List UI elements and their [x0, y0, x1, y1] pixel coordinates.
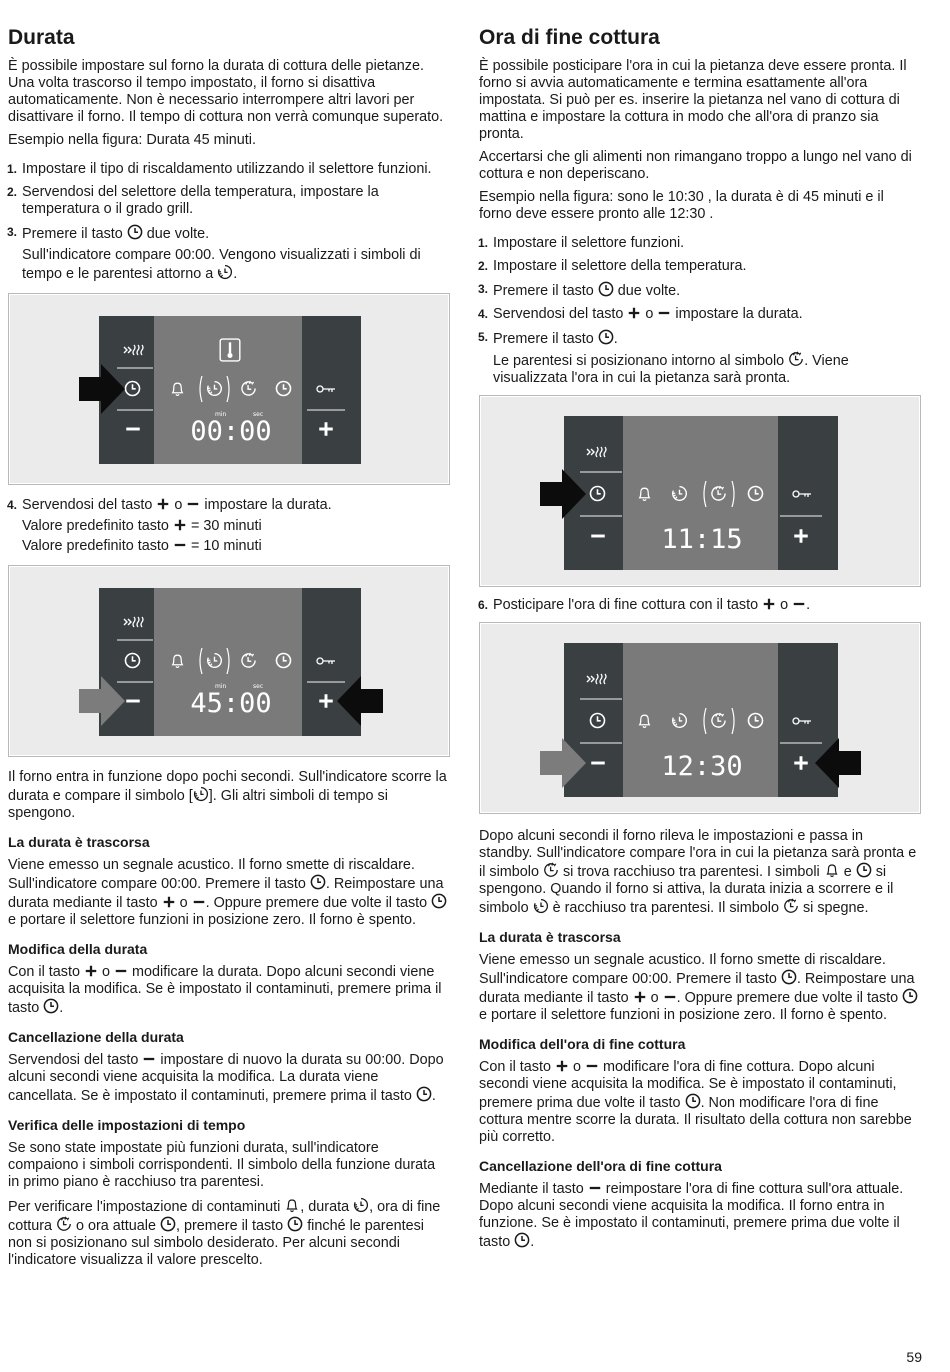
end-time-icon — [783, 898, 799, 914]
clock-icon — [685, 1093, 701, 1109]
steps-list-continued: 6.Posticipare l'ora di fine cottura con … — [478, 597, 919, 614]
bell-icon — [824, 862, 840, 878]
clock-icon — [856, 862, 872, 878]
minus-icon — [657, 306, 671, 320]
minus-icon — [585, 1059, 599, 1073]
plus-icon — [633, 990, 647, 1004]
minus-icon — [114, 964, 128, 978]
clock-icon — [287, 1216, 303, 1232]
svg-text:min: min — [215, 683, 227, 690]
after-standby-paragraph: Dopo alcuni secondi il forno rileva le i… — [479, 828, 917, 916]
verify-paragraph-1: Se sono state impostate più funzioni dur… — [8, 1140, 436, 1190]
clock-icon — [43, 998, 59, 1014]
control-panel-figure-3: 11:15 — [479, 395, 921, 587]
plus-icon — [627, 306, 641, 320]
cancel-paragraph: Mediante il tasto reimpostare l'ora di f… — [479, 1181, 904, 1250]
example-text: Esempio nella figura: sono le 10:30 , la… — [479, 189, 884, 222]
svg-text:sec: sec — [253, 683, 263, 690]
section-title-durata: Durata — [8, 26, 75, 49]
intro-paragraph: È possibile impostare sul forno la durat… — [8, 58, 444, 125]
steps-list: 1.Impostare il selettore funzioni. 2.Imp… — [478, 235, 919, 387]
plus-icon — [173, 518, 187, 532]
heading-modify: Modifica della durata — [8, 941, 148, 957]
minus-icon — [792, 597, 806, 611]
plus-icon — [84, 964, 98, 978]
cancel-paragraph: Servendosi del tasto impostare di nuovo … — [8, 1052, 444, 1104]
heading-elapsed: La durata è trascorsa — [8, 834, 150, 850]
svg-text:sec: sec — [253, 411, 263, 418]
step-2: 2.Servendosi del selettore della tempera… — [7, 184, 379, 217]
control-panel-figure-1: min sec 00:00 — [8, 293, 450, 485]
clock-icon — [598, 281, 614, 297]
display-time: 12:30 — [661, 751, 742, 782]
duration-icon — [533, 898, 549, 914]
bell-icon — [284, 1197, 300, 1213]
page-number: 59 — [906, 1349, 922, 1365]
step-4: 4.Servendosi del tasto o impostare la du… — [7, 497, 332, 554]
minus-icon — [186, 497, 200, 511]
step-4: 4.Servendosi del tasto o impostare la du… — [478, 306, 803, 322]
modify-paragraph: Con il tasto o modificare la durata. Dop… — [8, 964, 442, 1016]
intro-paragraph: È possibile posticipare l'ora in cui la … — [479, 58, 907, 142]
end-time-icon — [56, 1216, 72, 1232]
step-5: 5.Premere il tasto . Le parentesi si pos… — [478, 329, 849, 386]
plus-icon — [156, 497, 170, 511]
end-time-icon — [788, 351, 804, 367]
svg-text:min: min — [215, 411, 227, 418]
minus-icon — [192, 895, 206, 909]
example-text: Esempio nella figura: Durata 45 minuti. — [8, 132, 256, 148]
section-title-ora-fine: Ora di fine cottura — [479, 26, 660, 49]
heading-cancel: Cancellazione dell'ora di fine cottura — [479, 1158, 722, 1174]
display-time: 11:15 — [661, 524, 742, 555]
clock-icon — [160, 1216, 176, 1232]
after-start-paragraph: Il forno entra in funzione dopo pochi se… — [8, 769, 447, 821]
plus-icon — [162, 895, 176, 909]
duration-icon — [353, 1197, 369, 1213]
heading-cancel: Cancellazione della durata — [8, 1029, 184, 1045]
minus-icon — [588, 1181, 602, 1195]
steps-list-continued: 4.Servendosi del tasto o impostare la du… — [7, 497, 448, 555]
clock-icon — [416, 1086, 432, 1102]
display-time: 45:00 — [190, 688, 271, 719]
clock-icon — [310, 874, 326, 890]
clock-icon — [127, 224, 143, 240]
display-time: 00:00 — [190, 416, 271, 447]
minus-icon — [663, 990, 677, 1004]
control-panel-figure-4: 12:30 — [479, 622, 921, 814]
clock-icon — [431, 893, 447, 909]
step-2: 2.Impostare il selettore della temperatu… — [478, 258, 747, 274]
step-6: 6.Posticipare l'ora di fine cottura con … — [478, 597, 811, 613]
duration-icon — [217, 264, 233, 280]
plus-icon — [555, 1059, 569, 1073]
warning-paragraph: Accertarsi che gli alimenti non rimangan… — [479, 149, 912, 182]
step-3: 3.Premere il tasto due volte. Sull'indic… — [7, 224, 421, 282]
duration-icon — [193, 786, 209, 802]
clock-icon — [598, 329, 614, 345]
column-durata: Durata È possibile impostare sul forno l… — [7, 24, 450, 1275]
heading-modify: Modifica dell'ora di fine cottura — [479, 1036, 686, 1052]
minus-icon — [142, 1052, 156, 1066]
control-panel-figure-2: min sec 45:00 — [8, 565, 450, 757]
clock-icon — [781, 969, 797, 985]
clock-icon — [514, 1232, 530, 1248]
elapsed-paragraph: Viene emesso un segnale acustico. Il for… — [8, 857, 448, 929]
minus-icon — [173, 538, 187, 552]
modify-paragraph: Con il tasto o modificare l'ora di fine … — [479, 1059, 912, 1145]
plus-icon — [762, 597, 776, 611]
end-time-icon — [543, 862, 559, 878]
elapsed-paragraph: Viene emesso un segnale acustico. Il for… — [479, 952, 919, 1024]
step-1: 1.Impostare il tipo di riscaldamento uti… — [7, 161, 432, 177]
column-ora-fine-cottura: Ora di fine cottura È possibile posticip… — [478, 24, 921, 1257]
step-3: 3.Premere il tasto due volte. — [478, 281, 681, 299]
heading-elapsed: La durata è trascorsa — [479, 929, 621, 945]
step-1: 1.Impostare il selettore funzioni. — [478, 235, 685, 251]
steps-list: 1.Impostare il tipo di riscaldamento uti… — [7, 161, 448, 283]
clock-icon — [902, 988, 918, 1004]
heading-verify: Verifica delle impostazioni di tempo — [8, 1117, 246, 1133]
verify-paragraph-2: Per verificare l'impostazione di contami… — [8, 1197, 441, 1268]
